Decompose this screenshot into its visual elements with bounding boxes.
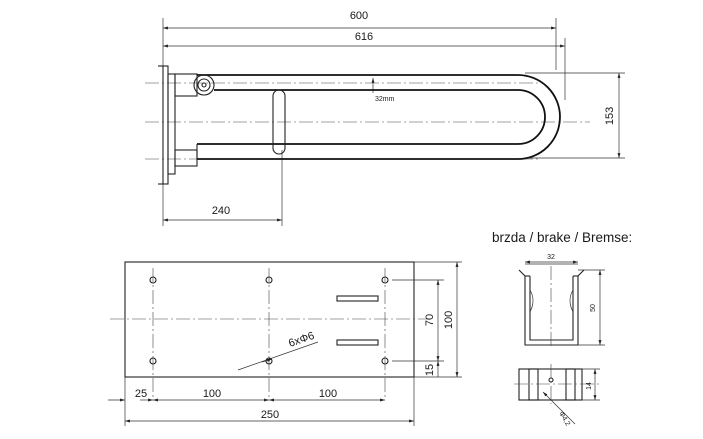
brake-body-front <box>518 269 585 346</box>
dim-600: 600 <box>350 10 368 22</box>
dim-15: 15 <box>424 364 436 376</box>
dim-240: 240 <box>212 205 230 217</box>
dim-250: 250 <box>261 409 279 421</box>
brake-body-side <box>518 368 583 401</box>
dim-153: 153 <box>604 107 616 125</box>
brake-detail: brzda / brake / Bremse: 32 50 14 Φ4,2 <box>492 230 632 427</box>
brake-title: brzda / brake / Bremse: <box>492 230 632 245</box>
dim-32mm: 32mm <box>375 96 395 103</box>
brake-dim-hole: Φ4,2 <box>557 411 571 428</box>
brake-dim-14: 14 <box>586 382 593 390</box>
mounting-holes <box>149 276 389 365</box>
grab-bar-top-view: 600 616 32mm 153 240 <box>145 10 625 226</box>
slot-lower <box>336 339 379 346</box>
brake-dim-50: 50 <box>590 304 597 312</box>
dim-25: 25 <box>135 388 147 400</box>
plate-outline <box>124 261 415 378</box>
mounting-plate-view: 6xΦ6 100 70 15 25 100 100 250 <box>108 261 462 426</box>
tube-outer <box>197 74 561 160</box>
wall-plate <box>162 65 169 185</box>
dim-616: 616 <box>355 31 373 43</box>
holes-label: 6xΦ6 <box>287 330 316 350</box>
dim-70: 70 <box>424 314 436 326</box>
dim-100-b: 100 <box>319 388 337 400</box>
hinge-bracket <box>174 73 198 97</box>
pivot-knob <box>193 74 215 96</box>
tube-inner <box>197 89 546 145</box>
dim-100-a: 100 <box>203 388 221 400</box>
grip-sleeve <box>272 89 286 155</box>
dim-100-vertical: 100 <box>443 311 455 329</box>
slot-upper <box>336 295 379 302</box>
brake-dim-32: 32 <box>547 254 555 261</box>
